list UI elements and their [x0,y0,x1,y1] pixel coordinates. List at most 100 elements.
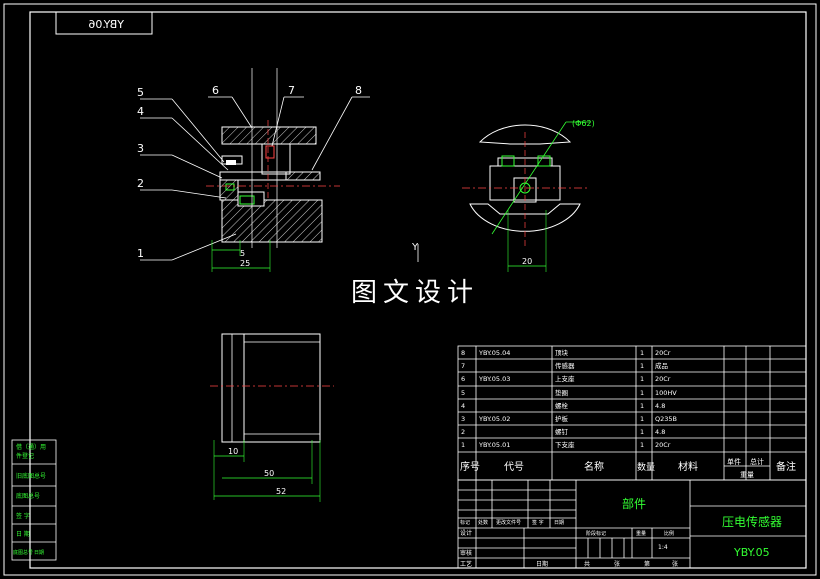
bom-header-remark: 备注 [776,460,796,473]
bom-cell-name: 护板 [555,414,569,423]
bom-header-material: 材料 [678,460,698,473]
bom-header-name: 名称 [584,460,604,473]
bom-cell-name: 螺栓 [555,401,569,410]
dim-phi62: (Φ62) [572,119,595,128]
title-bottom-2: 第 [644,560,650,568]
bom-cell-code: YBY.05.01 [478,441,510,449]
title-mark-3: 签 字 [532,519,544,526]
bom-cell-no: 6 [461,375,465,383]
bom-cell-code: YBY.05.02 [478,415,510,423]
axis-label: Y [411,242,419,253]
strip-text-0: 借（通）用 [16,443,46,451]
bom-cell-material: 4.8 [655,428,665,436]
part-label-1: 1 [137,247,144,260]
bom-cell-name: 顶块 [555,348,569,357]
bom-cell-qty: 1 [640,428,644,436]
title-stage-1: 重量 [636,530,646,537]
dim-52: 52 [276,487,286,496]
bom-header-no: 序号 [460,460,480,473]
bom-cell-qty: 1 [640,415,644,423]
bom-grid [457,345,807,481]
bom-header-unit-weight: 单件 [727,457,741,466]
dim-25: 25 [240,259,250,268]
title-bottom-1: 张 [614,560,620,568]
bom-header-weight: 重量 [740,471,754,479]
title-review: 审核 [460,549,472,557]
left-strip [11,439,57,561]
strip-text-1: 件登记 [16,452,34,460]
strip-text-4: 签 字 [16,512,30,520]
bom-cell-qty: 1 [640,402,644,410]
bom-cell-material: 20Cr [655,441,671,449]
front-section-view [140,68,370,272]
bom-cell-material: 100HV [655,389,677,397]
bom-cell-code: YBY.05.03 [478,375,510,383]
title-stage-0: 阶段标记 [586,530,606,537]
strip-text-6: 底图总号 [13,549,33,556]
plan-view [210,333,334,502]
title-mark-1: 处数 [478,519,488,526]
part-label-5: 5 [137,86,144,99]
bom-header-qty: 数量 [637,461,655,473]
title-bottom-0: 共 [584,560,590,568]
part-label-2: 2 [137,177,144,190]
bom-cell-qty: 1 [640,389,644,397]
bom-cell-qty: 1 [640,349,644,357]
bom-cell-no: 3 [461,415,465,423]
title-stage-2: 比例 [664,530,674,537]
bom-cell-material: 20Cr [655,375,671,383]
title-date: 日期 [536,560,548,568]
bom-cell-no: 7 [461,362,465,370]
strip-text-3: 底图总号 [16,492,40,500]
dim-50: 50 [264,469,274,478]
bom-cell-name: 垫圈 [555,388,568,397]
side-view [462,121,590,272]
title-mark-4: 日期 [554,520,564,526]
bom-cell-no: 8 [461,349,465,357]
strip-text-5: 日 期 [16,530,30,538]
bom-cell-qty: 1 [640,375,644,383]
watermark-text: 图文设计 [350,278,479,308]
bom-cell-no: 2 [461,428,465,436]
part-label-4: 4 [137,105,144,118]
bom-cell-name: 上支座 [555,374,575,383]
mirrored-drawing-code: YBY.06 [88,18,125,31]
bom-cell-qty: 1 [640,362,644,370]
bom-header-total-weight: 总计 [750,457,764,466]
strip-text-7: 日期 [34,550,44,556]
part-label-6: 6 [212,84,219,97]
title-name: 压电传感器 [722,514,782,529]
dim-10: 10 [228,447,238,456]
title-process: 工艺 [460,560,472,568]
outer-frame [3,3,817,576]
bom-cell-name: 传感器 [555,361,575,370]
part-label-3: 3 [137,142,144,155]
bom-cell-material: 成品 [655,361,668,370]
bom-cell-no: 1 [461,441,465,449]
bom-cell-material: Q235B [655,415,677,423]
bom-header-code: 代号 [504,461,524,473]
strip-text-2: 旧底图总号 [16,472,46,480]
inner-frame [29,11,807,569]
title-mark-2: 更改文件号 [496,519,521,526]
title-block-grid [457,479,807,569]
title-design: 设计 [460,529,472,537]
dim-5: 5 [240,249,245,258]
title-bottom-3: 张 [672,560,678,568]
bom-cell-material: 4.8 [655,402,665,410]
code-box [55,11,153,35]
bom-cell-name: 螺钉 [555,427,569,436]
title-scale: 1:4 [658,544,668,551]
bom-rows: 8 YBY.05.04 顶块 1 20Cr 7 传感器 1 成品 6 YBY.05.03 上支座 1 20… [461,348,677,449]
bom-cell-material: 20Cr [655,349,671,357]
bom-cell-qty: 1 [640,441,644,449]
title-part-label: 部件 [622,496,646,511]
title-drawing-no: YBY.05 [733,546,770,559]
title-mark-0: 标记 [460,519,470,526]
bom-cell-code: YBY.05.04 [478,349,510,357]
dim-20: 20 [522,257,532,266]
part-label-8: 8 [355,84,362,97]
bom-cell-no: 5 [461,389,465,397]
part-label-7: 7 [288,84,295,97]
